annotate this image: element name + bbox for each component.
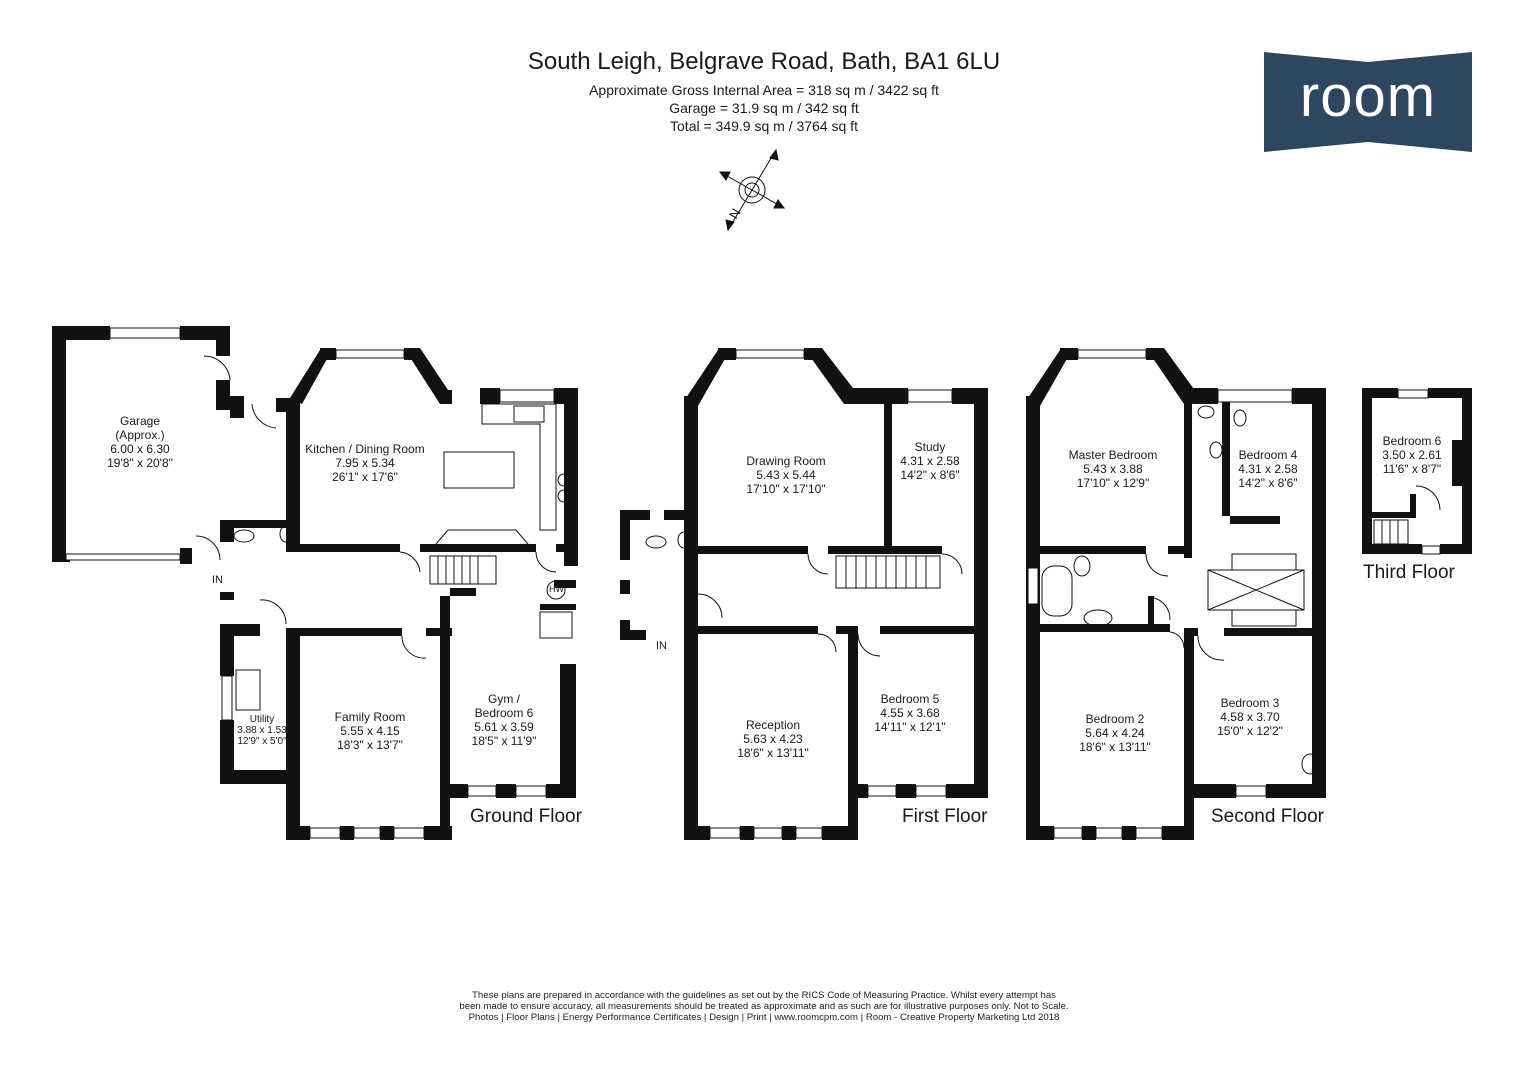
room-bedroom-6-third: Bedroom 6 3.50 x 2.61 11'6" x 8'7"	[1382, 434, 1442, 476]
garage-wall-left	[52, 326, 66, 560]
total-area-line: Total = 349.9 sq m / 3764 sq ft	[670, 118, 858, 134]
garage-wall-top-left	[52, 326, 110, 340]
disclaimer-footer: These plans are prepared in accordance w…	[404, 990, 1124, 1023]
room-reception: Reception 5.63 x 4.23 18'6" x 13'11"	[737, 718, 809, 760]
disclaimer-line-1: These plans are prepared in accordance w…	[472, 990, 1056, 1001]
disclaimer-line-3: Photos | Floor Plans | Energy Performanc…	[468, 1012, 1060, 1023]
gross-area-line: Approximate Gross Internal Area = 318 sq…	[589, 82, 939, 98]
disclaimer-line-2: been made to ensure accuracy, all measur…	[459, 1001, 1069, 1012]
room-master-bedroom: Master Bedroom 5.43 x 3.88 17'10" x 12'9…	[1068, 448, 1158, 490]
entrance-in-label-ground: IN	[212, 574, 223, 586]
second-floor-label: Second Floor	[1211, 806, 1325, 827]
room-bedroom-2: Bedroom 2 5.64 x 4.24 18'6" x 13'11"	[1079, 712, 1151, 754]
ground-floor-label: Ground Floor	[470, 806, 582, 827]
room-garage: Garage (Approx.) 6.00 x 6.30 19'8" x 20'…	[107, 414, 173, 470]
room-bedroom-5: Bedroom 5 4.55 x 3.68 14'11" x 12'1"	[874, 692, 946, 734]
hot-water-label: HW	[549, 584, 564, 594]
room-logo-text: room	[1299, 64, 1437, 129]
room-study: Study 4.31 x 2.58 14'2" x 8'6"	[900, 440, 960, 482]
room-logo-badge	[1264, 52, 1472, 152]
room-family: Family Room 5.55 x 4.15 18'3" x 13'7"	[334, 710, 406, 752]
garage-wall-right-upper	[216, 326, 230, 356]
garage-area-line: Garage = 31.9 sq m / 342 sq ft	[669, 100, 859, 116]
room-bedroom-4: Bedroom 4 4.31 x 2.58 14'2" x 8'6"	[1238, 448, 1298, 490]
room-drawing: Drawing Room 5.43 x 5.44 17'10" x 17'10"	[746, 454, 826, 496]
compass-rose	[719, 148, 785, 232]
room-utility: Utility 3.88 x 1.53 12'9" x 5'0"	[237, 714, 287, 747]
entrance-in-label-first: IN	[656, 640, 667, 652]
third-floor-label: Third Floor	[1363, 562, 1455, 583]
room-gym-bedroom-6: Gym / Bedroom 6 5.61 x 3.59 18'5" x 11'9…	[471, 692, 537, 748]
room-kitchen-dining: Kitchen / Dining Room 7.95 x 5.34 26'1" …	[305, 442, 425, 484]
first-floor-label: First Floor	[902, 806, 988, 827]
room-bedroom-3: Bedroom 3 4.58 x 3.70 15'0" x 12'2"	[1217, 696, 1283, 738]
plan-title: South Leigh, Belgrave Road, Bath, BA1 6L…	[527, 48, 1001, 75]
